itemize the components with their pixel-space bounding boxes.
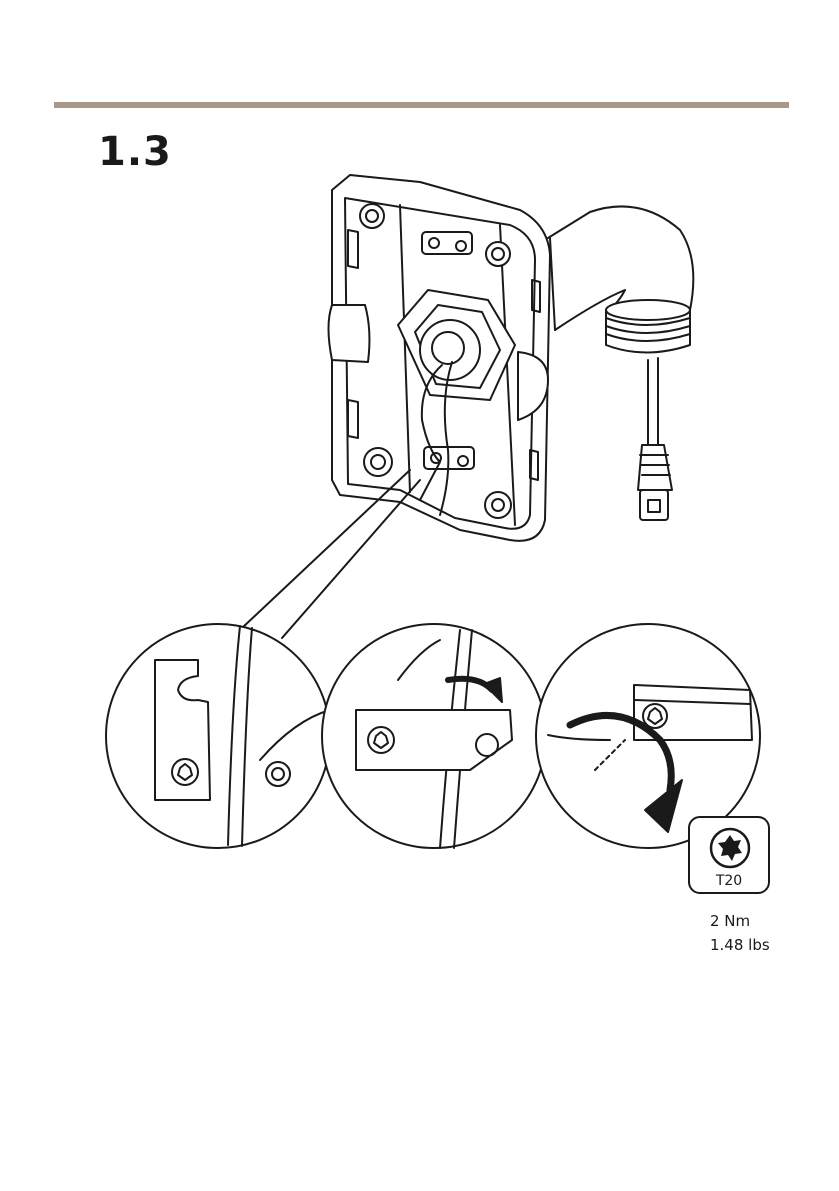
torque-spec: 2 Nm 1.48 lbs: [710, 909, 770, 957]
mounting-plate: [329, 175, 551, 541]
torque-metric: 2 Nm: [710, 909, 770, 933]
detail-circle-3: [536, 624, 760, 848]
detail-circle-1: [106, 624, 330, 848]
tool-badge: T20: [688, 816, 770, 894]
detail-circle-2: [322, 624, 546, 848]
network-cable: [638, 358, 672, 520]
torx-icon: [708, 826, 752, 870]
wall-arm: [548, 206, 693, 352]
tool-label: T20: [690, 874, 768, 888]
torque-imperial: 1.48 lbs: [710, 933, 770, 957]
